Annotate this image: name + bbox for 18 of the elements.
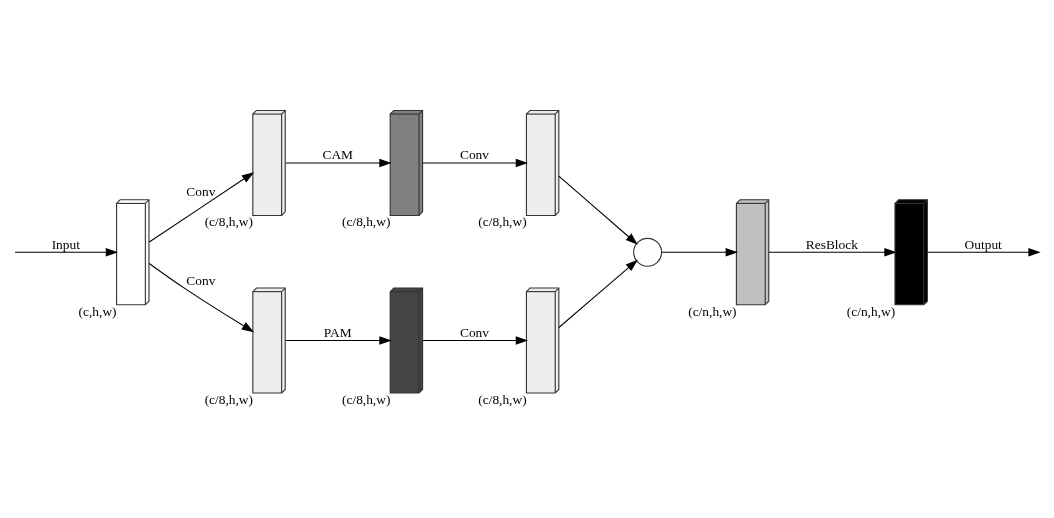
node-label: (c/8,h,w) xyxy=(478,391,527,407)
edge-label: CAM xyxy=(322,147,353,163)
node-label: (c/n,h,w) xyxy=(688,303,737,319)
edge-label: Conv xyxy=(186,184,216,200)
edge-label: Conv xyxy=(460,324,490,340)
node-label: (c/8,h,w) xyxy=(342,391,391,407)
node-label: (c/8,h,w) xyxy=(342,214,391,230)
edge-label: Output xyxy=(964,236,1002,252)
edge-label: Conv xyxy=(460,147,490,163)
node-label: (c/8,h,w) xyxy=(204,214,253,230)
node-label: (c,h,w) xyxy=(78,303,117,319)
edge-label: PAM xyxy=(323,324,352,340)
node-label: (c/8,h,w) xyxy=(204,391,253,407)
node-label: (c/n,h,w) xyxy=(846,303,896,319)
edge-label: Conv xyxy=(186,273,216,289)
node-label: (c/8,h,w) xyxy=(478,214,527,230)
edge-label: ResBlock xyxy=(805,236,858,252)
edge-label: Input xyxy=(51,236,80,252)
